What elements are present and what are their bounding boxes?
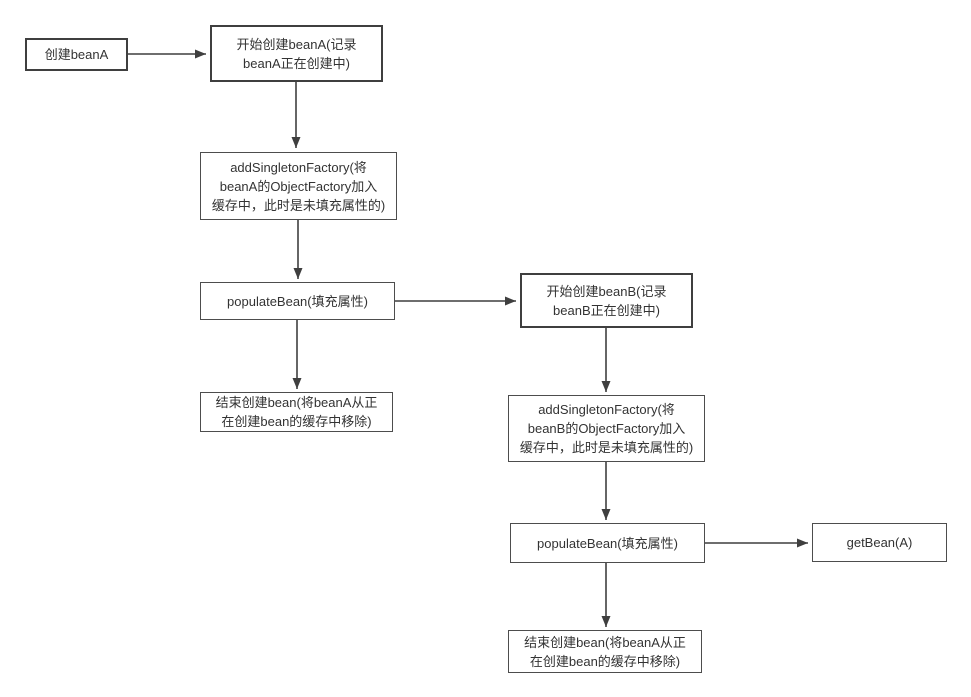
node-label: 结束创建bean(将beanA从正 在创建bean的缓存中移除): [215, 395, 378, 429]
node-label: 创建beanA: [44, 47, 109, 62]
node-label: populateBean(填充属性): [537, 535, 678, 551]
node-label: 开始创建beanA(记录 beanA正在创建中): [236, 36, 357, 71]
node-create-beanA: 创建beanA: [25, 38, 128, 71]
node-start-create-beanA: 开始创建beanA(记录 beanA正在创建中): [210, 25, 383, 82]
node-label: 开始创建beanB(记录 beanB正在创建中): [546, 283, 667, 318]
node-start-create-beanB: 开始创建beanB(记录 beanB正在创建中): [520, 273, 693, 328]
node-label: getBean(A): [846, 535, 913, 550]
node-end-create-bean-A: 结束创建bean(将beanA从正 在创建bean的缓存中移除): [200, 392, 393, 432]
node-label: 结束创建bean(将beanA从正 在创建bean的缓存中移除): [524, 634, 686, 669]
node-populate-bean-B: populateBean(填充属性): [510, 523, 705, 563]
node-label: populateBean(填充属性): [227, 293, 368, 309]
node-populate-bean-A: populateBean(填充属性): [200, 282, 395, 320]
node-get-bean-A: getBean(A): [812, 523, 947, 562]
node-label: addSingletonFactory(将 beanA的ObjectFactor…: [211, 159, 386, 213]
node-label: addSingletonFactory(将 beanB的ObjectFactor…: [519, 402, 694, 455]
node-add-singleton-factory-beanB: addSingletonFactory(将 beanB的ObjectFactor…: [508, 395, 705, 462]
node-end-create-bean-B: 结束创建bean(将beanA从正 在创建bean的缓存中移除): [508, 630, 702, 673]
node-add-singleton-factory-beanA: addSingletonFactory(将 beanA的ObjectFactor…: [200, 152, 397, 220]
